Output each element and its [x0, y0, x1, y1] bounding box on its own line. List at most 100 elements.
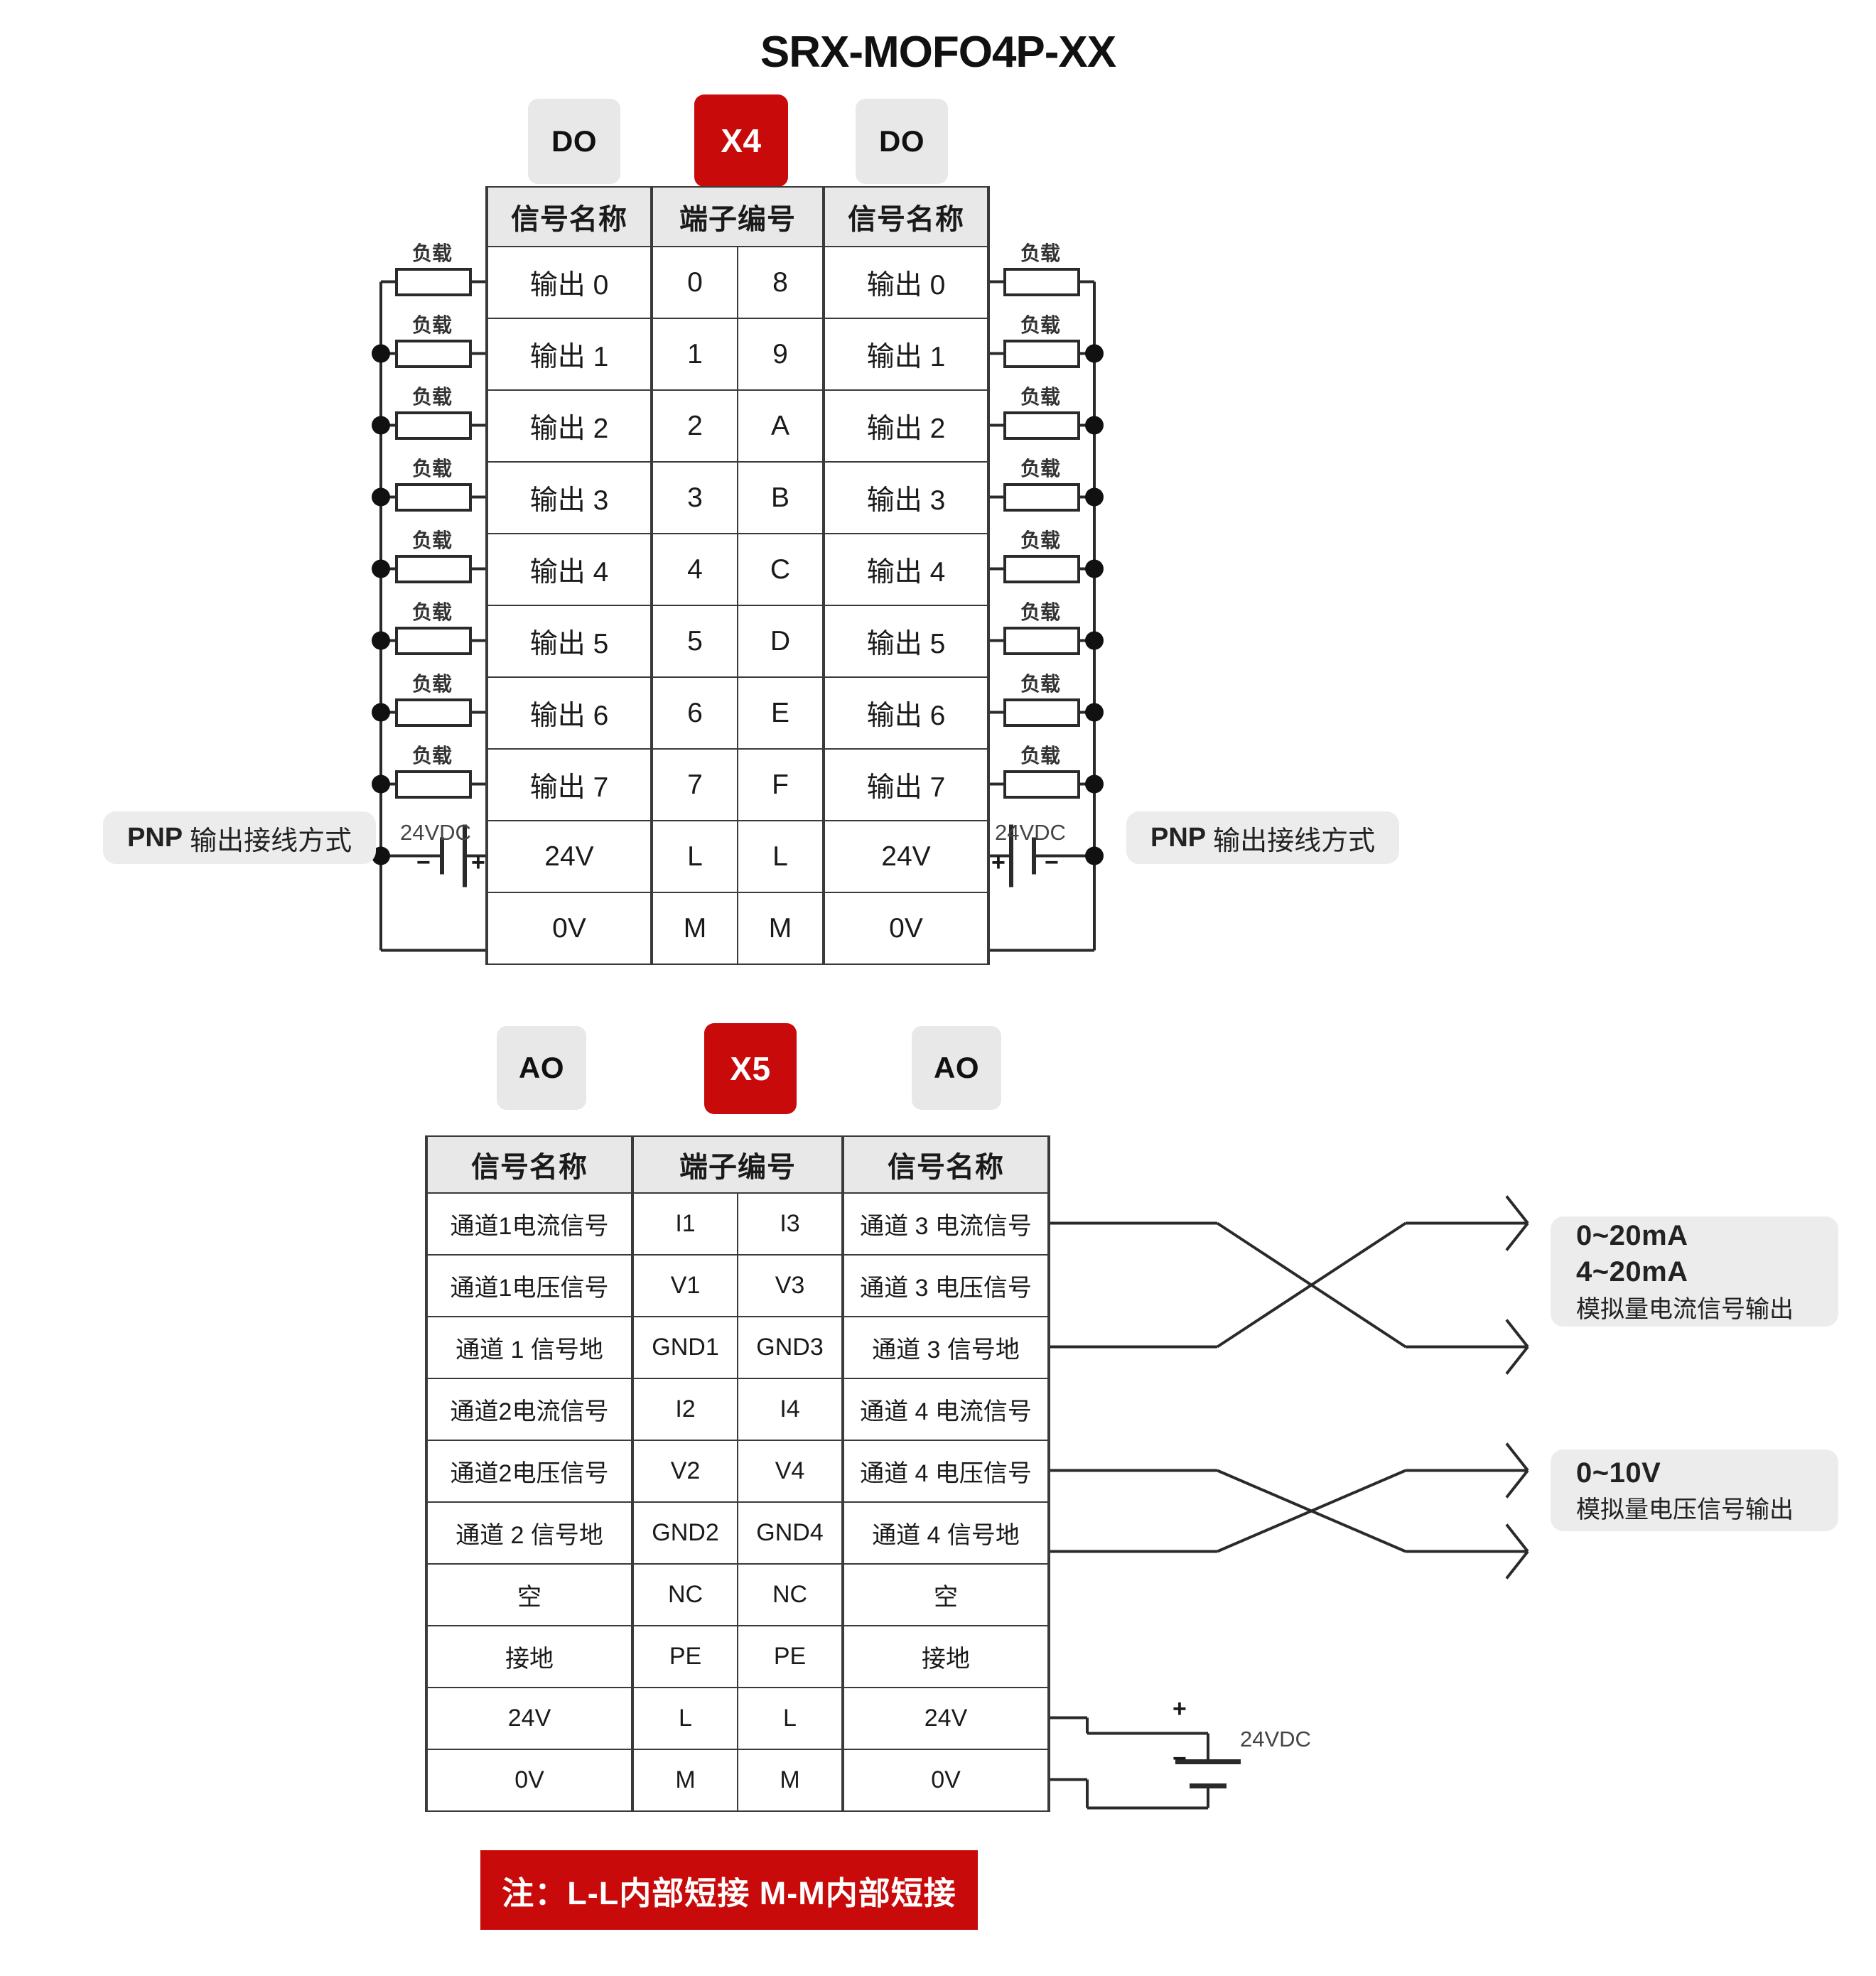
badge-do-right: DO — [856, 99, 948, 184]
junction-dot-left — [372, 774, 390, 794]
terminal-arrow-top-up — [1505, 1442, 1529, 1472]
twisted-pair-cross-a — [1216, 1221, 1407, 1349]
cell-signal-left: 输出 5 — [485, 605, 653, 678]
supply-plus-left-x4: + — [471, 849, 485, 876]
junction-dot-right — [1085, 559, 1104, 578]
cell-terminal-right: L — [737, 1687, 843, 1750]
supply-minus-left-x4: − — [416, 849, 431, 876]
header-signal-right: 信号名称 — [822, 186, 990, 247]
load-resistor-symbol — [1003, 411, 1080, 440]
cell-terminal-right: NC — [737, 1563, 843, 1626]
cell-terminal-left: 1 — [651, 318, 738, 391]
supply-minus-x5: − — [1172, 1745, 1187, 1772]
terminal-arrow-bottom-up — [1505, 1523, 1529, 1553]
cell-terminal-left: GND1 — [632, 1316, 738, 1379]
load-resistor-symbol — [395, 339, 472, 368]
cell-terminal-left: NC — [632, 1563, 738, 1626]
cell-terminal-left: GND2 — [632, 1501, 738, 1565]
cell-signal-left: 通道2电压信号 — [425, 1440, 634, 1503]
load-label: 负载 — [412, 529, 453, 551]
footer-note-text: 注：L-L内部短接 M-M内部短接 — [502, 1874, 956, 1911]
junction-dot-right — [1085, 344, 1104, 363]
cell-signal-right: 输出 4 — [822, 533, 990, 606]
cell-terminal-right: L — [737, 820, 824, 893]
cell-terminal-right: C — [737, 533, 824, 606]
junction-dot-right-24v — [1085, 846, 1104, 865]
cell-signal-right: 输出 2 — [822, 389, 990, 463]
cell-signal-left: 输出 4 — [485, 533, 653, 606]
cell-signal-left: 输出 6 — [485, 676, 653, 750]
terminal-arrow-top-up — [1505, 1195, 1529, 1224]
cell-terminal-right: I4 — [737, 1378, 843, 1441]
header-signal-right: 信号名称 — [841, 1135, 1050, 1194]
cell-signal-left: 0V — [485, 892, 653, 965]
cell-signal-right: 0V — [822, 892, 990, 965]
load-label: 负载 — [1020, 529, 1061, 551]
cell-terminal-right: 8 — [737, 246, 824, 319]
cell-terminal-left: I1 — [632, 1192, 738, 1256]
cell-signal-right: 通道 4 电压信号 — [841, 1440, 1050, 1503]
cell-signal-left: 空 — [425, 1563, 634, 1626]
terminal-arrow-bottom-down — [1505, 1346, 1529, 1375]
header-terminal: 端子编号 — [651, 186, 824, 247]
cell-terminal-left: 4 — [651, 533, 738, 606]
load-label: 负载 — [1020, 672, 1061, 695]
voltage-output-note: 0~10V 模拟量电压信号输出 — [1551, 1449, 1838, 1531]
cell-terminal-right: M — [737, 892, 824, 965]
terminal-arrow-bottom-down — [1505, 1550, 1529, 1580]
cell-terminal-right: V4 — [737, 1440, 843, 1503]
cell-signal-left: 输出 3 — [485, 461, 653, 534]
cell-signal-right: 24V — [841, 1687, 1050, 1750]
cell-terminal-right: 9 — [737, 318, 824, 391]
badge-x4: X4 — [694, 95, 788, 187]
terminal-arrow-top-down — [1505, 1469, 1529, 1499]
pnp-note-left-bold: PNP — [127, 822, 183, 853]
load-resistor-symbol — [1003, 770, 1080, 799]
cell-signal-left: 输出 2 — [485, 389, 653, 463]
cell-terminal-left: M — [632, 1749, 738, 1812]
cell-signal-left: 24V — [425, 1687, 634, 1750]
cell-signal-right: 输出 7 — [822, 748, 990, 821]
cell-signal-left: 输出 1 — [485, 318, 653, 391]
cell-terminal-left: V2 — [632, 1440, 738, 1503]
footer-note-banner: 注：L-L内部短接 M-M内部短接 — [480, 1850, 978, 1930]
current-output-desc: 模拟量电流信号输出 — [1576, 1295, 1794, 1323]
cell-signal-right: 通道 3 信号地 — [841, 1316, 1050, 1379]
load-label: 负载 — [412, 457, 453, 480]
load-label: 负载 — [412, 600, 453, 623]
load-resistor-symbol — [395, 411, 472, 440]
junction-dot-right — [1085, 703, 1104, 722]
cell-signal-right: 接地 — [841, 1625, 1050, 1688]
cell-terminal-right: GND4 — [737, 1501, 843, 1565]
load-resistor-symbol — [1003, 626, 1080, 655]
badge-x5-label: X5 — [730, 1050, 771, 1087]
pnp-note-right-text: 输出接线方式 — [1213, 826, 1376, 856]
load-label: 负载 — [1020, 242, 1061, 264]
cell-terminal-right: E — [737, 676, 824, 750]
junction-dot-left — [372, 344, 390, 363]
twisted-pair-cross-a — [1217, 1469, 1406, 1553]
badge-do-right-label: DO — [879, 124, 924, 158]
junction-dot-right — [1085, 487, 1104, 507]
cell-terminal-left: V1 — [632, 1254, 738, 1317]
cell-signal-right: 输出 6 — [822, 676, 990, 750]
cell-terminal-left: 5 — [651, 605, 738, 678]
load-label: 负载 — [1020, 744, 1061, 767]
cell-terminal-right: D — [737, 605, 824, 678]
cell-signal-right: 输出 0 — [822, 246, 990, 319]
load-resistor-symbol — [395, 554, 472, 583]
supply-label-left-x4: 24VDC — [400, 820, 471, 845]
header-terminal: 端子编号 — [632, 1135, 843, 1194]
load-label: 负载 — [1020, 457, 1061, 480]
cell-terminal-left: PE — [632, 1625, 738, 1688]
current-range-1: 0~20mA — [1576, 1220, 1688, 1252]
load-label: 负载 — [1020, 313, 1061, 336]
junction-dot-right — [1085, 631, 1104, 650]
voltage-range-1: 0~10V — [1576, 1457, 1661, 1489]
